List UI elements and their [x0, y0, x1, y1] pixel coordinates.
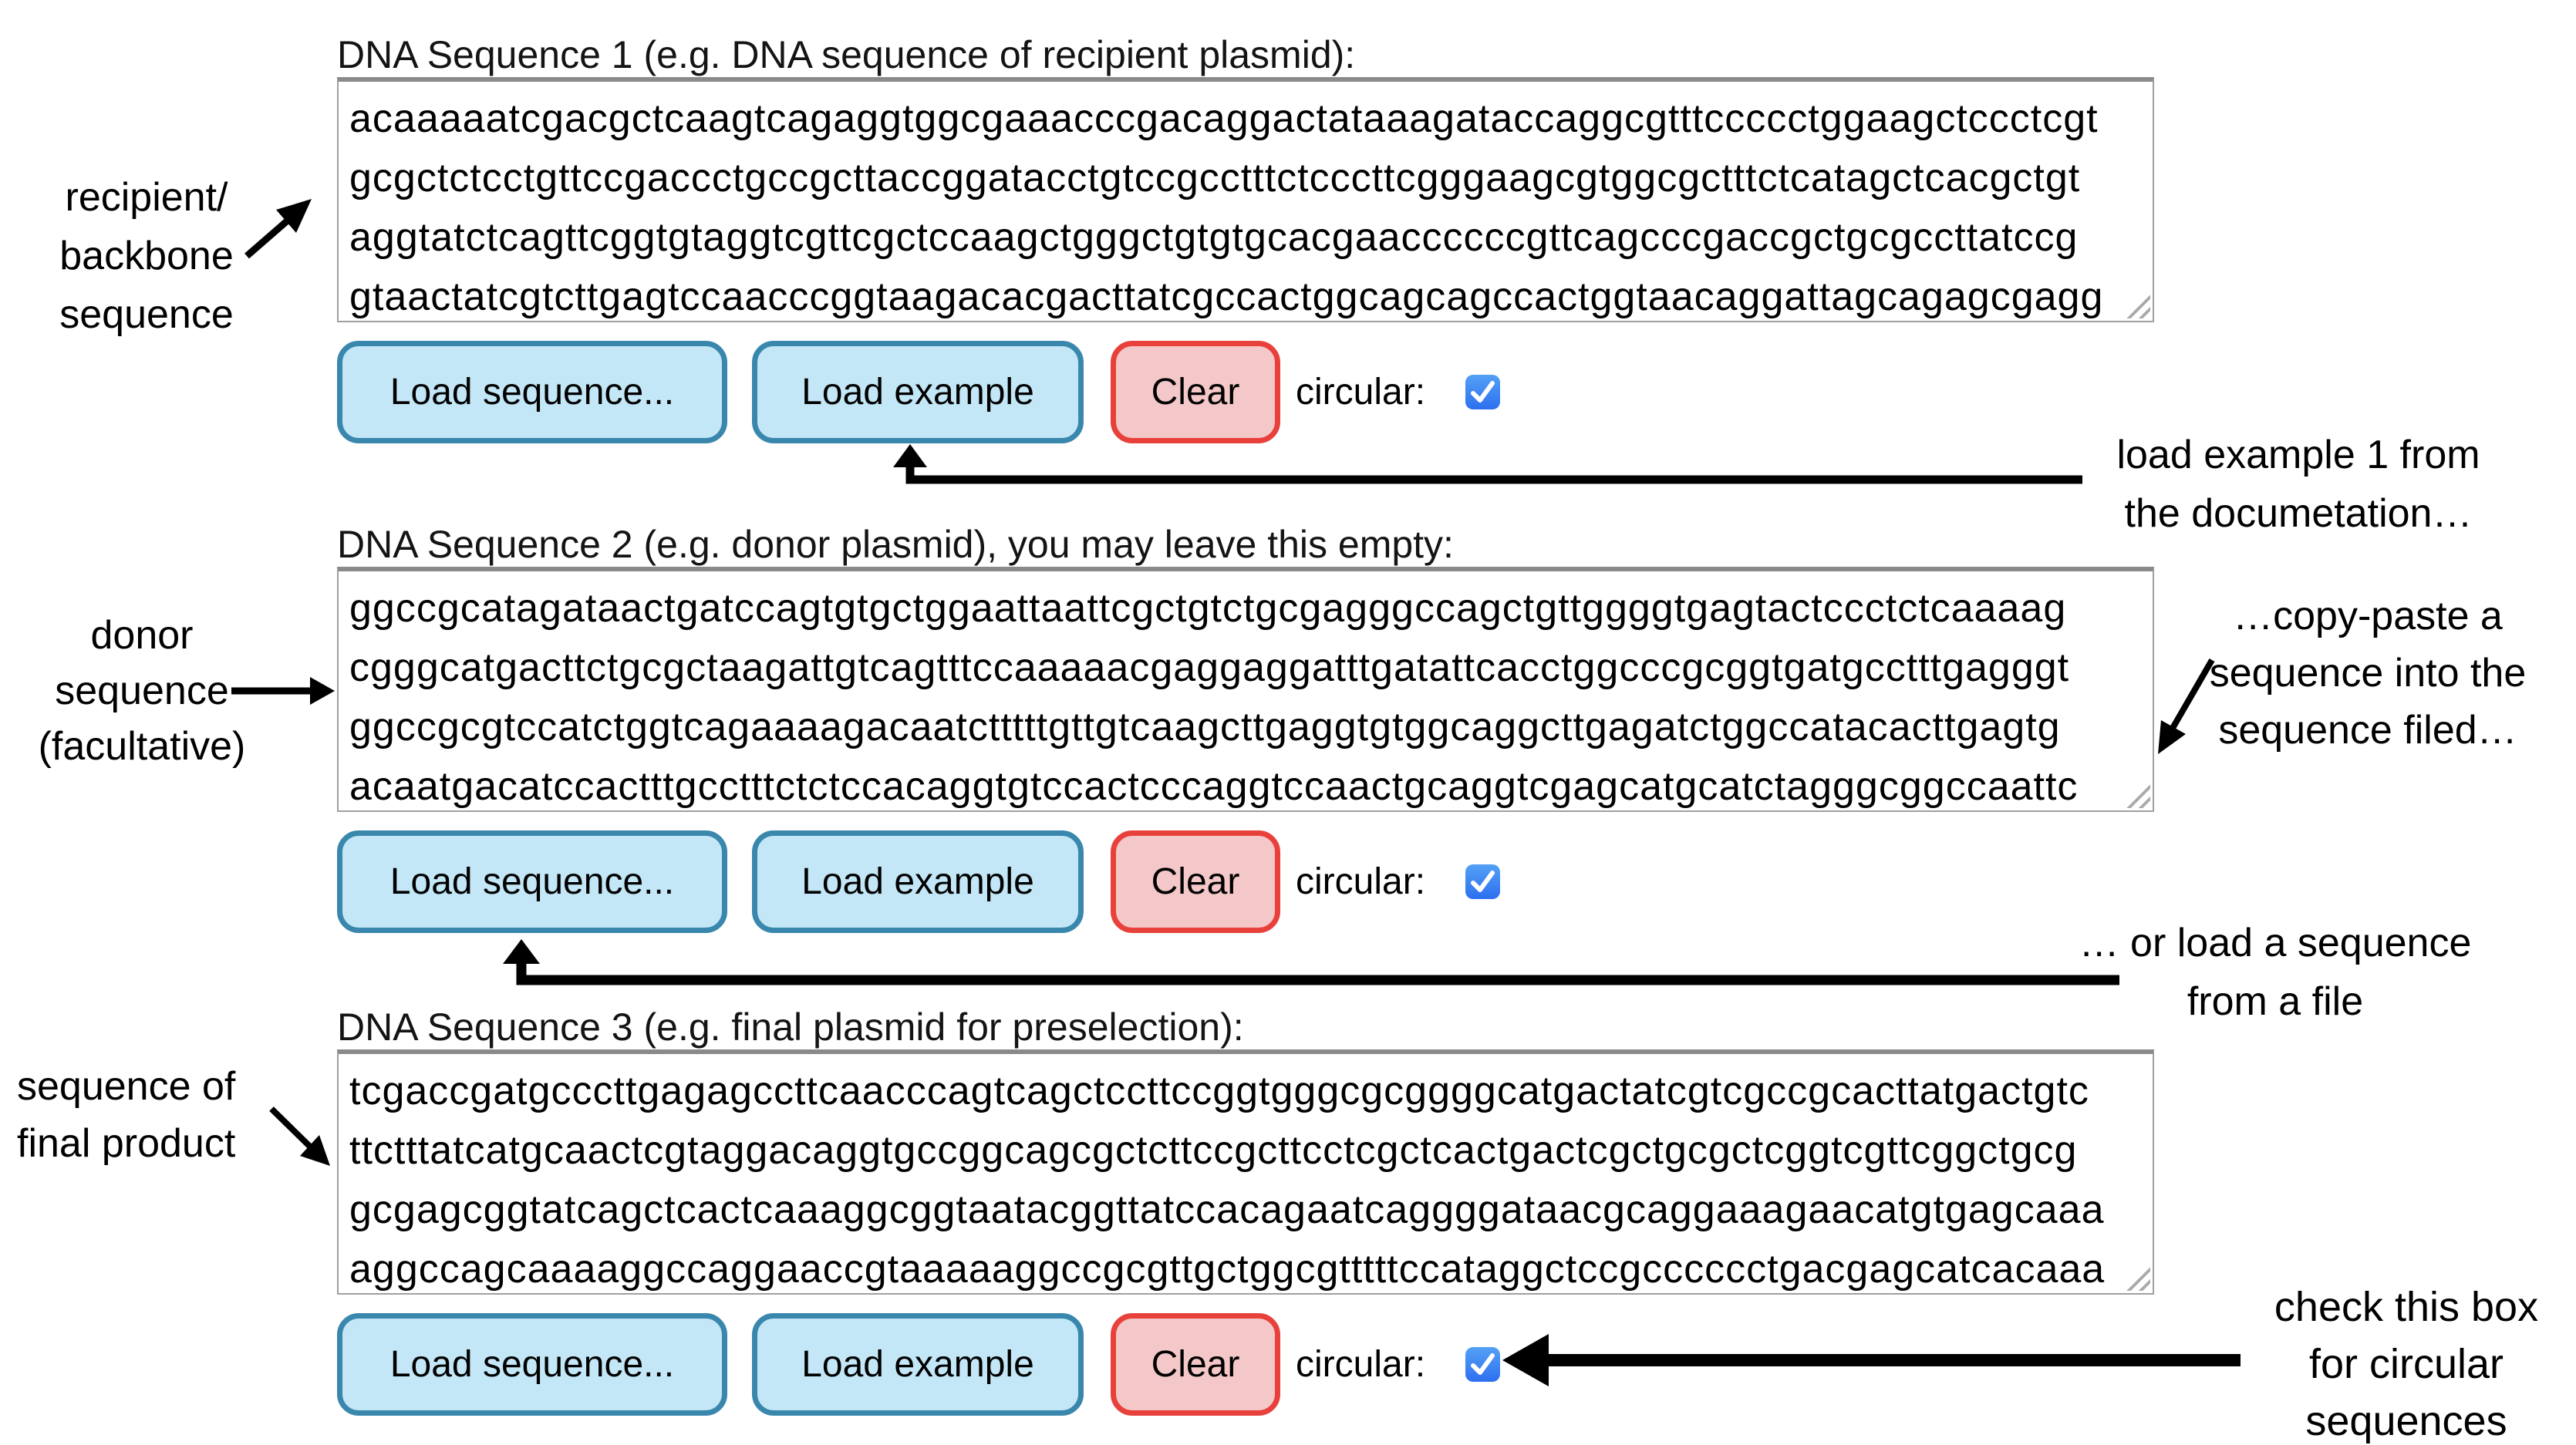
annotation-donor-sequence: donor sequence (facultative): [11, 608, 273, 774]
load-example-button[interactable]: Load example: [752, 341, 1084, 443]
circular-checkbox[interactable]: [1465, 1347, 1500, 1382]
circular-label: circular:: [1296, 372, 1426, 413]
check-icon: [1471, 1353, 1495, 1375]
annotation-line: … or load a sequence: [2079, 921, 2472, 965]
load-sequence-button[interactable]: Load sequence...: [337, 1313, 727, 1416]
annotation-line: (facultative): [38, 724, 246, 769]
annotation-line: from a file: [2187, 979, 2364, 1024]
section-3-textarea-wrap: tcgaccgatgcccttgagagccttcaacccagtcagctcc…: [337, 1049, 2154, 1295]
section-2-textarea-wrap: ggccgcatagataactgatccagtgtgctggaattaattc…: [337, 567, 2154, 812]
check-icon: [1471, 871, 1495, 892]
sequence-2-textarea[interactable]: ggccgcatagataactgatccagtgtgctggaattaattc…: [337, 567, 2154, 812]
annotation-line: sequence of: [17, 1064, 236, 1109]
arrow-load-example-icon: [893, 444, 2082, 484]
circular-checkbox[interactable]: [1465, 375, 1500, 409]
annotation-line: final product: [17, 1121, 236, 1166]
section-1-textarea-wrap: acaaaaatcgacgctcaagtcagaggtggcgaaacccgac…: [337, 77, 2154, 322]
section-3-button-row: Load sequence... Load example Clear circ…: [337, 1313, 2154, 1416]
check-icon: [1471, 381, 1495, 403]
annotation-line: check this box: [2274, 1284, 2539, 1330]
annotation-load-file: … or load a sequence from a file: [2021, 914, 2530, 1031]
sequence-1-textarea[interactable]: acaaaaatcgacgctcaagtcagaggtggcgaaacccgac…: [337, 77, 2154, 322]
annotation-line: sequences: [2305, 1398, 2507, 1444]
clear-button[interactable]: Clear: [1111, 341, 1280, 443]
section-3-label: DNA Sequence 3 (e.g. final plasmid for p…: [337, 1005, 1244, 1049]
annotation-line: sequence: [55, 669, 229, 713]
section-2-label: DNA Sequence 2 (e.g. donor plasmid), you…: [337, 523, 1454, 566]
load-sequence-button[interactable]: Load sequence...: [337, 341, 727, 443]
arrow-load-file-icon: [503, 939, 2119, 985]
annotation-circular-checkbox: check this box for circular sequences: [2237, 1278, 2576, 1445]
annotation-line: donor: [90, 613, 194, 658]
annotation-final-product: sequence of final product: [17, 1058, 295, 1172]
load-sequence-button[interactable]: Load sequence...: [337, 830, 727, 933]
load-example-button[interactable]: Load example: [752, 1313, 1084, 1416]
circular-label: circular:: [1296, 861, 1426, 902]
annotation-line: recipient/: [65, 175, 228, 220]
annotation-line: …copy-paste a: [2233, 594, 2503, 638]
circular-label: circular:: [1296, 1344, 1426, 1385]
clear-button[interactable]: Clear: [1111, 830, 1280, 933]
annotation-copy-paste: …copy-paste a sequence into the sequence…: [2160, 588, 2576, 759]
annotation-line: backbone: [59, 234, 234, 278]
section-2-button-row: Load sequence... Load example Clear circ…: [337, 830, 2154, 933]
annotation-load-example: load example 1 from the documetation…: [2044, 426, 2553, 543]
load-example-button[interactable]: Load example: [752, 830, 1084, 933]
annotation-line: for circular: [2308, 1341, 2504, 1387]
section-1-button-row: Load sequence... Load example Clear circ…: [337, 341, 2154, 443]
section-1-label: DNA Sequence 1 (e.g. DNA sequence of rec…: [337, 33, 1356, 76]
annotation-line: sequence filed…: [2218, 708, 2517, 753]
clear-button[interactable]: Clear: [1111, 1313, 1280, 1416]
annotation-line: sequence into the: [2209, 651, 2527, 696]
annotation-line: the documetation…: [2124, 491, 2473, 536]
circular-checkbox[interactable]: [1465, 864, 1500, 899]
sequence-3-textarea[interactable]: tcgaccgatgcccttgagagccttcaacccagtcagctcc…: [337, 1049, 2154, 1295]
annotation-line: sequence: [59, 292, 234, 337]
annotation-line: load example 1 from: [2116, 433, 2480, 477]
annotation-recipient-backbone: recipient/ backbone sequence: [23, 168, 270, 344]
